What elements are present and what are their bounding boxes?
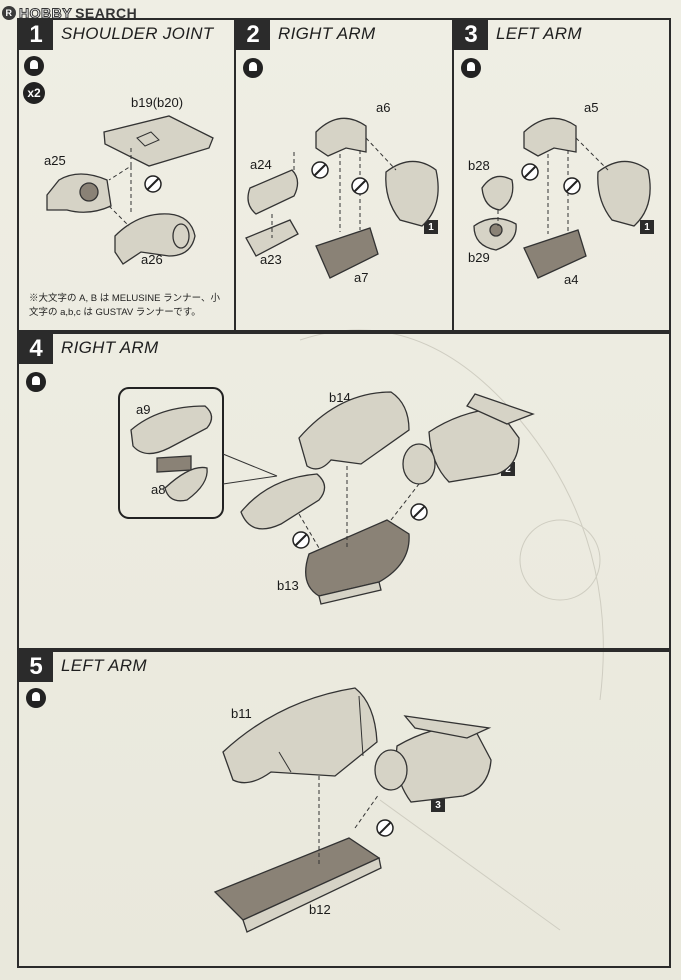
cement-icon — [26, 688, 46, 708]
part-label-a6: a6 — [376, 100, 391, 115]
part-label-a24: a24 — [250, 157, 272, 172]
no-cement-icon — [144, 175, 162, 193]
no-cement-icon — [376, 819, 394, 837]
repeat-x2-icon: x2 — [23, 82, 45, 104]
step-3-panel: 3 LEFT ARM a5 b28 b29 a4 1 — [452, 18, 671, 332]
part-label-b19: b19(b20) — [131, 95, 184, 110]
step-title: SHOULDER JOINT — [61, 24, 214, 43]
hobbysearch-logo: R HOBBY SEARCH — [2, 4, 137, 22]
no-cement-icon — [311, 161, 329, 179]
step-4-panel: 4 RIGHT ARM a9 a8 b14 b13 2 — [17, 332, 671, 650]
no-cement-icon — [521, 163, 539, 181]
part-label-a9: a9 — [136, 402, 151, 417]
step-number: 3 — [454, 20, 488, 50]
step-title: LEFT ARM — [61, 656, 147, 675]
reference-box-3: 3 — [431, 798, 445, 812]
part-label-b11: b11 — [231, 706, 252, 721]
logo-badge: R — [2, 6, 16, 20]
cement-icon — [26, 372, 46, 392]
step-title: LEFT ARM — [496, 24, 582, 43]
step-number: 2 — [236, 20, 270, 50]
cement-icon — [24, 56, 44, 76]
step-1-panel: 1 SHOULDER JOINT x2 b19(b20) a25 a26 — [17, 18, 236, 332]
step-2-panel: 2 RIGHT ARM a6 a24 a23 a7 1 — [234, 18, 454, 332]
reference-box-1: 1 — [424, 220, 438, 234]
left-arm-lower-diagram — [213, 687, 492, 933]
cement-icon — [243, 58, 263, 78]
logo-text-outline: HOBBY — [18, 5, 73, 22]
part-label-b29: b29 — [468, 250, 490, 265]
step-title: RIGHT ARM — [278, 24, 376, 43]
no-cement-icon — [563, 177, 581, 195]
left-arm-upper-diagram — [473, 117, 651, 279]
step-number: 5 — [19, 652, 53, 682]
step-number: 1 — [19, 20, 53, 50]
no-cement-icon — [351, 177, 369, 195]
part-label-a5: a5 — [584, 100, 599, 115]
part-label-a26: a26 — [141, 252, 163, 267]
part-label-b13: b13 — [277, 578, 299, 593]
no-cement-icon — [292, 531, 310, 549]
step-number: 4 — [19, 334, 53, 364]
part-label-a8: a8 — [151, 482, 166, 497]
part-label-a23: a23 — [260, 252, 282, 267]
step-title: RIGHT ARM — [61, 338, 159, 357]
part-label-a7: a7 — [354, 270, 369, 285]
part-label-a4: a4 — [564, 272, 579, 287]
no-cement-icon — [410, 503, 428, 521]
shoulder-joint-diagram — [46, 115, 214, 265]
runner-note-line-2: 文字の a,b,c は GUSTAV ランナーです。 — [29, 307, 201, 318]
reference-box-1: 1 — [640, 220, 654, 234]
part-label-a25: a25 — [44, 153, 66, 168]
right-arm-upper-diagram — [245, 117, 439, 279]
step-5-panel: 5 LEFT ARM b11 b12 3 — [17, 650, 671, 968]
part-label-b28: b28 — [468, 158, 490, 173]
runner-note-line-1: ※大文字の A, B は MELUSINE ランナー、小 — [29, 293, 220, 304]
logo-text: SEARCH — [75, 5, 138, 21]
part-label-b12: b12 — [309, 902, 331, 917]
cement-icon — [461, 58, 481, 78]
runner-note: ※大文字の A, B は MELUSINE ランナー、小 文字の a,b,c は… — [29, 292, 234, 320]
right-arm-lower-diagram — [118, 387, 535, 605]
